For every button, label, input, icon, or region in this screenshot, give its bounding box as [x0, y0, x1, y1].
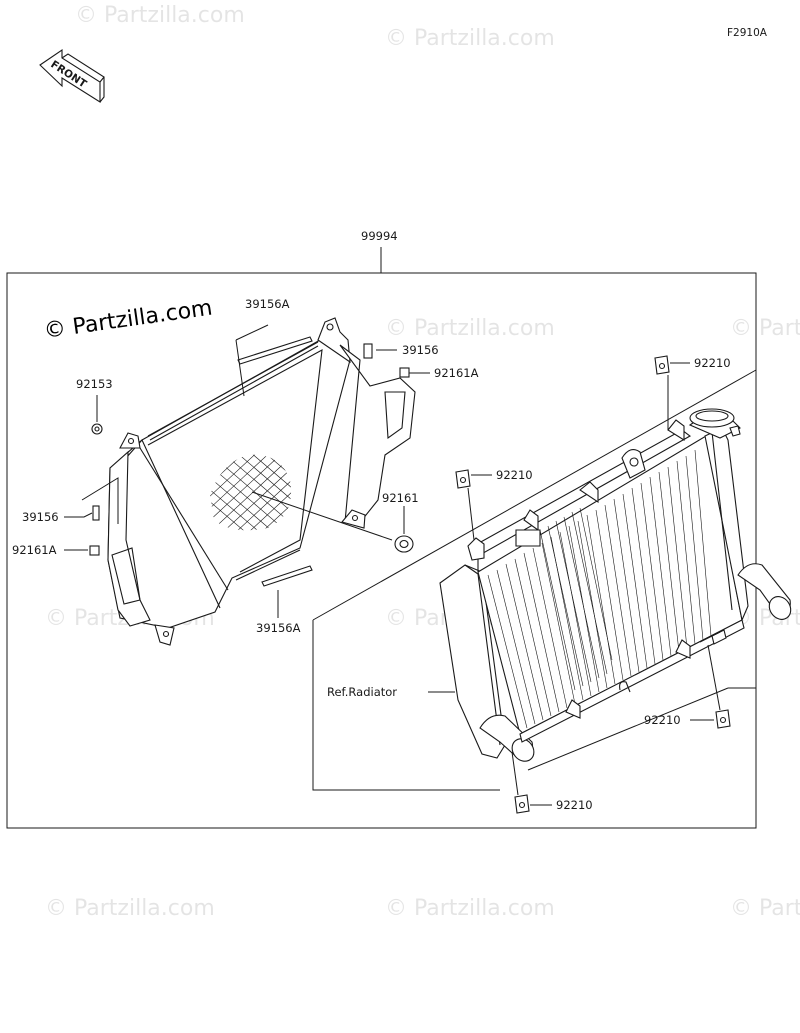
leader-line	[511, 751, 519, 796]
clip-nut-92210-top	[654, 355, 670, 375]
clip-92161A-left	[89, 545, 100, 556]
watermark: © Partzilla.com	[385, 896, 555, 921]
watermark: © Partzilla.com	[730, 896, 800, 921]
part-number-39156-top: 39156	[402, 343, 439, 357]
part-number-92153: 92153	[76, 377, 113, 391]
watermark: © Partzilla.com	[75, 3, 245, 28]
strip-39156-top	[363, 343, 373, 359]
assembly-frame	[6, 272, 757, 829]
leader-line	[467, 487, 475, 541]
watermark-primary: © Partzilla.com	[42, 296, 214, 344]
front-arrow-icon: FRONT	[39, 48, 105, 103]
figure-code: F2910A	[727, 27, 768, 39]
part-number-39156-left: 39156	[22, 510, 59, 524]
part-number-92161: 92161	[382, 491, 419, 505]
watermark: © Partzilla.com	[45, 896, 215, 921]
part-number-39156A-bottom: 39156A	[256, 621, 301, 635]
ref-frame-line	[527, 687, 729, 771]
radiator	[439, 408, 792, 762]
watermark: © Partzilla.com	[385, 316, 555, 341]
leader-line	[235, 339, 245, 397]
ref-frame-line	[312, 369, 757, 621]
ref-radiator-label: Ref.Radiator	[327, 685, 397, 699]
part-number-92161A-right: 92161A	[434, 366, 479, 380]
clip-nut-92210-right	[715, 709, 731, 729]
radiator-guard	[107, 317, 416, 646]
ref-frame-line	[312, 620, 500, 791]
part-number-92210-top: 92210	[694, 356, 731, 370]
part-number-92210-mid: 92210	[496, 468, 533, 482]
part-number-92161A-left: 92161A	[12, 543, 57, 557]
leader-line	[235, 324, 269, 341]
part-number-99994: 99994	[361, 229, 398, 243]
strip-39156-left	[92, 505, 100, 521]
watermark: © Partzilla.com	[730, 316, 800, 341]
leader-line	[64, 512, 93, 518]
grommet-92161	[394, 535, 414, 553]
part-number-39156A-top: 39156A	[245, 297, 290, 311]
leader-line	[707, 644, 721, 711]
guard-mesh	[210, 454, 292, 531]
ref-frame-line	[728, 687, 757, 828]
leader-line	[81, 477, 119, 524]
part-number-92210-bottom: 92210	[556, 798, 593, 812]
bolt-92153	[91, 423, 103, 435]
clip-nut-92210-mid	[455, 469, 471, 489]
strip-39156A-bottom	[261, 565, 313, 587]
clip-nut-92210-bottom	[514, 794, 530, 814]
clip-92161A-right	[399, 367, 410, 378]
part-number-92210-right: 92210	[644, 713, 681, 727]
leader-line	[251, 491, 393, 541]
watermark: © Partzilla.com	[385, 26, 555, 51]
